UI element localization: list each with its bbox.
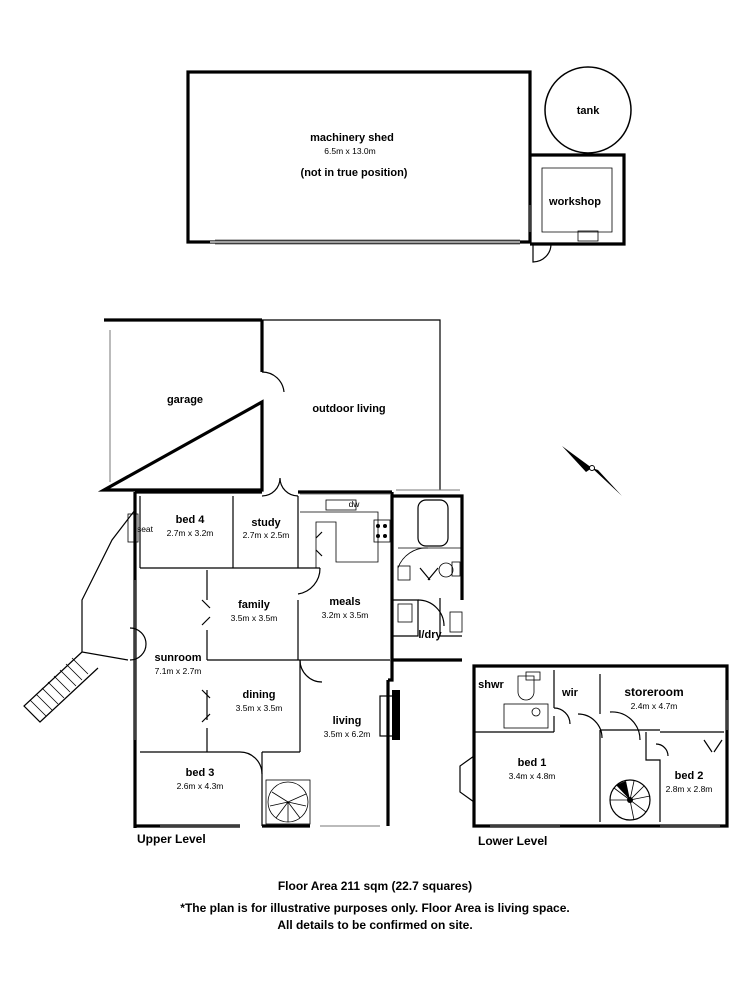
bed3-dims: 2.6m x 4.3m xyxy=(177,781,224,791)
bed1-label: bed 1 xyxy=(518,757,547,769)
tank: tank xyxy=(544,66,632,154)
bed4-dims: 2.7m x 3.2m xyxy=(167,528,214,538)
floor-area-note: Floor Area 211 sqm (22.7 squares) xyxy=(277,879,473,893)
storeroom-label: storeroom xyxy=(624,685,683,699)
exterior-stairs xyxy=(23,651,99,723)
bed4-label: bed 4 xyxy=(176,514,206,526)
confirm-note: All details to be confirmed on site. xyxy=(277,918,473,932)
garage-label: garage xyxy=(167,394,203,406)
upper-level-walls xyxy=(23,477,464,828)
lower-level-label: Lower Level xyxy=(478,834,547,848)
storeroom-dims: 2.4m x 4.7m xyxy=(631,701,678,711)
machinery-shed-label: machinery shed xyxy=(310,132,394,144)
meals-dims: 3.2m x 3.5m xyxy=(322,610,369,620)
upper-level-label: Upper Level xyxy=(137,832,206,846)
dishwasher-label: dw xyxy=(349,499,361,509)
disclaimer-note: *The plan is for illustrative purposes o… xyxy=(180,901,570,915)
garage: garage xyxy=(97,318,285,492)
sunroom-label: sunroom xyxy=(154,652,201,664)
bed3-label: bed 3 xyxy=(186,767,215,779)
spiral-stair xyxy=(265,779,311,825)
laundry-label: l/dry xyxy=(418,629,442,641)
lower-level-walls xyxy=(459,664,729,828)
outdoor-living-label: outdoor living xyxy=(312,403,385,415)
family-dims: 3.5m x 3.5m xyxy=(231,613,278,623)
bed2-label: bed 2 xyxy=(675,770,704,782)
meals-label: meals xyxy=(329,596,360,608)
workshop: workshop xyxy=(529,153,626,263)
study-dims: 2.7m x 2.5m xyxy=(243,530,290,540)
sunroom-dims: 7.1m x 2.7m xyxy=(155,666,202,676)
seat-label: seat xyxy=(137,524,154,534)
machinery-shed-dims: 6.5m x 13.0m xyxy=(324,146,376,156)
machinery-shed: machinery shed 6.5m x 13.0m (not in true… xyxy=(186,70,532,245)
outdoor-living: outdoor living xyxy=(262,319,441,490)
shower-label: shwr xyxy=(478,679,504,691)
bed1-dims: 3.4m x 4.8m xyxy=(509,771,556,781)
dining-dims: 3.5m x 3.5m xyxy=(236,703,283,713)
living-dims: 3.5m x 6.2m xyxy=(324,729,371,739)
north-arrow-icon xyxy=(562,446,622,496)
family-label: family xyxy=(238,599,271,611)
workshop-label: workshop xyxy=(548,196,601,208)
dining-label: dining xyxy=(243,689,276,701)
bed2-dims: 2.8m x 2.8m xyxy=(666,784,713,794)
study-label: study xyxy=(251,517,281,529)
wir-label: wir xyxy=(561,687,579,699)
lower-spiral-stair xyxy=(609,779,651,821)
not-in-true-position-note: (not in true position) xyxy=(301,167,408,179)
living-label: living xyxy=(333,715,362,727)
tank-label: tank xyxy=(577,105,601,117)
